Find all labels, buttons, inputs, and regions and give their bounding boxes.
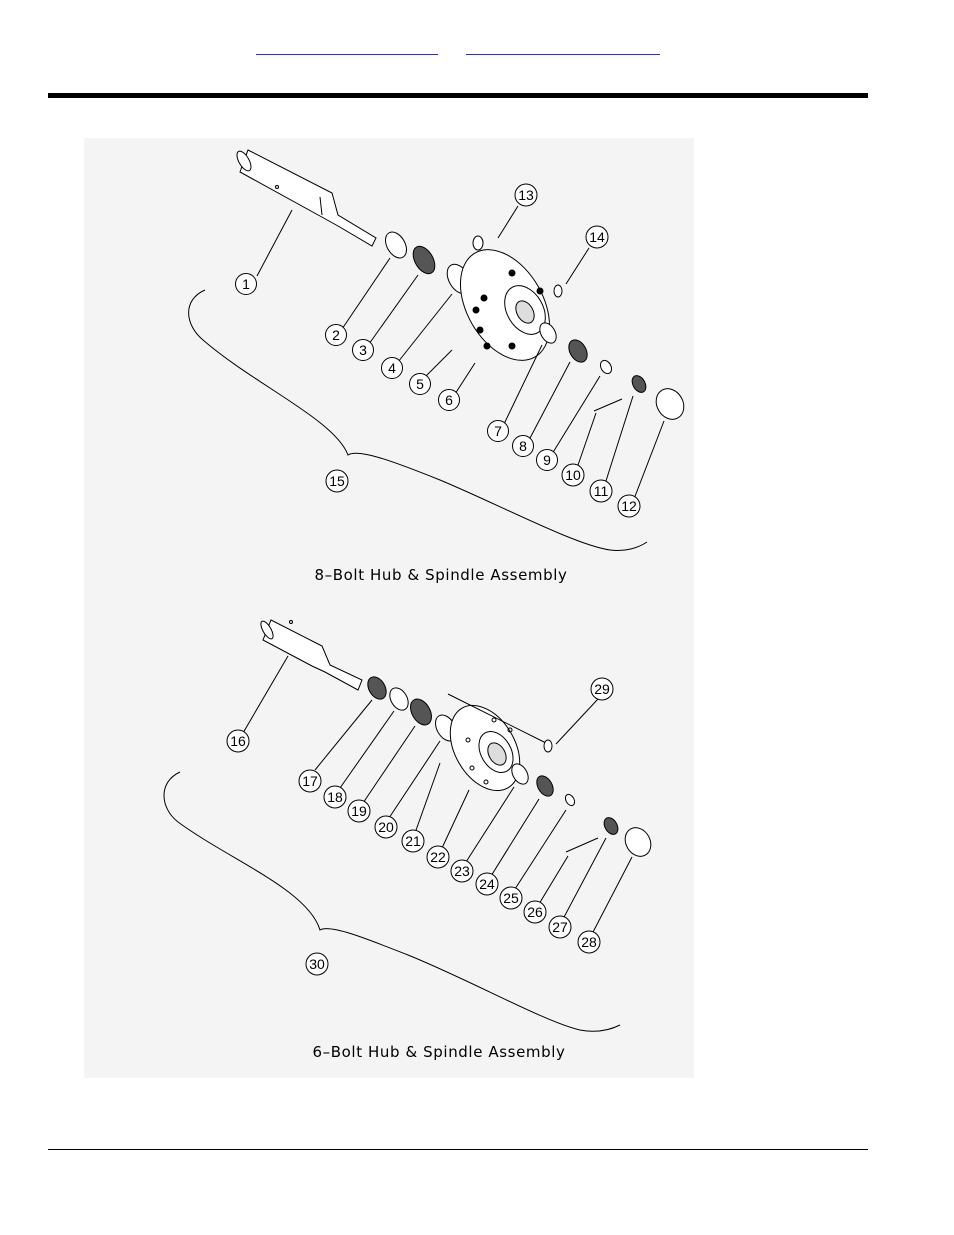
svg-text:20: 20 xyxy=(378,819,394,835)
svg-text:1: 1 xyxy=(242,276,250,292)
bearing-cone-inner-top xyxy=(412,245,436,275)
cotter-pin-bottom xyxy=(565,837,599,853)
leader-lines-bottom xyxy=(242,655,633,935)
callout-4: 4 xyxy=(381,357,403,379)
callout-12: 12 xyxy=(617,494,641,518)
callout-7: 7 xyxy=(487,420,509,442)
spindle-6-bolt xyxy=(260,619,363,691)
svg-text:27: 27 xyxy=(552,919,568,935)
svg-text:29: 29 xyxy=(594,681,610,697)
svg-text:4: 4 xyxy=(388,360,396,376)
bearing-cup-outer-top xyxy=(539,322,557,344)
svg-text:25: 25 xyxy=(503,890,519,906)
svg-text:16: 16 xyxy=(230,733,246,749)
svg-text:19: 19 xyxy=(351,803,367,819)
callout-28: 28 xyxy=(577,930,601,954)
svg-text:28: 28 xyxy=(581,934,597,950)
svg-text:12: 12 xyxy=(621,498,637,514)
header-link-right[interactable] xyxy=(466,40,660,55)
callout-6: 6 xyxy=(438,389,460,411)
callout-3: 3 xyxy=(352,339,374,361)
caption-8-bolt: 8–Bolt Hub & Spindle Assembly xyxy=(315,566,568,584)
leader-lines-top xyxy=(256,205,665,500)
washer-top xyxy=(599,359,613,375)
bearing-cone-inner-bottom xyxy=(410,698,432,726)
seal-bottom xyxy=(367,676,387,700)
callout-10: 10 xyxy=(561,463,585,487)
callouts-top: 1 2 3 4 5 6 7 8 9 10 11 12 13 14 15 xyxy=(235,183,641,518)
svg-text:8: 8 xyxy=(519,438,527,454)
castle-nut-bottom xyxy=(603,817,619,835)
svg-text:17: 17 xyxy=(302,773,318,789)
svg-text:3: 3 xyxy=(359,342,367,358)
cotter-pin-top xyxy=(593,398,623,412)
callout-1: 1 xyxy=(235,273,257,295)
spindle-8-bolt xyxy=(236,149,377,247)
callouts-bottom: 16 17 18 19 20 21 22 23 24 25 26 27 28 2… xyxy=(226,677,614,976)
svg-text:18: 18 xyxy=(327,789,343,805)
callout-23: 23 xyxy=(450,859,474,883)
bracket-bottom xyxy=(163,771,621,1032)
svg-text:10: 10 xyxy=(565,467,581,483)
svg-text:13: 13 xyxy=(518,187,534,203)
bearing-cone-outer-top xyxy=(568,339,588,363)
callout-9: 9 xyxy=(536,449,558,471)
caption-6-bolt: 6–Bolt Hub & Spindle Assembly xyxy=(313,1043,566,1061)
wheel-nut-top xyxy=(553,284,563,298)
svg-text:11: 11 xyxy=(594,483,609,499)
svg-text:6: 6 xyxy=(445,392,453,408)
svg-text:23: 23 xyxy=(454,863,470,879)
svg-text:14: 14 xyxy=(589,229,605,245)
callout-18: 18 xyxy=(323,785,347,809)
callout-14: 14 xyxy=(585,225,609,249)
wheel-bolt-top xyxy=(472,235,484,251)
callout-15: 15 xyxy=(325,469,349,493)
figure-background xyxy=(84,138,694,1078)
hub-8-bolt xyxy=(459,238,551,361)
spacer-bottom xyxy=(389,687,409,711)
callout-11: 11 xyxy=(589,479,613,503)
bearing-cone-outer-bottom xyxy=(536,775,554,797)
svg-text:26: 26 xyxy=(527,904,543,920)
svg-text:7: 7 xyxy=(494,423,502,439)
svg-text:30: 30 xyxy=(309,956,325,972)
footer-rule xyxy=(48,1149,868,1150)
castle-nut-top xyxy=(631,375,647,393)
callout-21: 21 xyxy=(401,829,425,853)
callout-27: 27 xyxy=(548,915,572,939)
callout-13: 13 xyxy=(514,183,538,207)
callout-24: 24 xyxy=(475,872,499,896)
callout-5: 5 xyxy=(409,373,431,395)
svg-text:2: 2 xyxy=(332,327,340,343)
callout-16: 16 xyxy=(226,729,250,753)
washer-bottom xyxy=(564,793,576,807)
dust-cap-bottom xyxy=(624,827,652,857)
wheel-bolt-bottom xyxy=(543,739,553,753)
header-link-left[interactable] xyxy=(256,40,438,55)
callout-20: 20 xyxy=(374,815,398,839)
callout-26: 26 xyxy=(523,900,547,924)
callout-30: 30 xyxy=(305,952,329,976)
svg-text:9: 9 xyxy=(543,452,551,468)
callout-19: 19 xyxy=(347,799,371,823)
svg-text:22: 22 xyxy=(430,849,446,865)
svg-text:5: 5 xyxy=(416,376,424,392)
callout-17: 17 xyxy=(298,769,322,793)
callout-8: 8 xyxy=(512,435,534,457)
svg-text:21: 21 xyxy=(405,833,421,849)
callout-2: 2 xyxy=(325,324,347,346)
bearing-cup-outer-bottom xyxy=(511,763,529,785)
header-rule xyxy=(48,93,868,98)
svg-text:15: 15 xyxy=(329,473,345,489)
callout-25: 25 xyxy=(499,886,523,910)
axis-line-bottom xyxy=(447,693,549,745)
seal-top xyxy=(385,231,407,259)
hub-6-bolt xyxy=(449,704,521,792)
bracket-top xyxy=(188,289,648,551)
dust-cap-top xyxy=(655,388,685,420)
callout-22: 22 xyxy=(426,845,450,869)
callout-29: 29 xyxy=(590,677,614,701)
svg-text:24: 24 xyxy=(479,876,495,892)
